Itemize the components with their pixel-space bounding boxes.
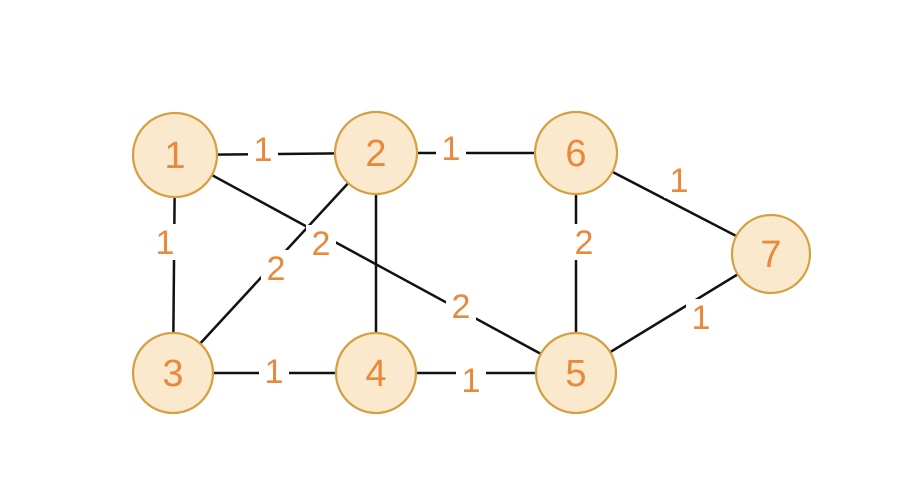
node-2 <box>333 110 419 196</box>
edge-weight-4-5: 1 <box>462 362 481 400</box>
node-5 <box>534 331 618 415</box>
edge-weight-box-2-6 <box>436 130 466 166</box>
edge-weight-box-5-7 <box>686 299 716 335</box>
edge-weight-box-3-4 <box>259 353 289 389</box>
edge-weight-1-3: 1 <box>156 224 175 262</box>
edge-weight-2-3: 2 <box>267 250 286 288</box>
edge-weight-box-6-7 <box>664 162 694 198</box>
node-label-6: 6 <box>565 133 586 175</box>
edge-weight-2-4: 2 <box>312 225 331 263</box>
edge-weight-5-7: 1 <box>692 299 711 337</box>
edge-weight-box-4-5 <box>456 362 486 398</box>
node-6 <box>533 110 619 196</box>
node-4 <box>334 331 418 415</box>
edge-weight-box-1-5 <box>446 288 476 324</box>
edge-weight-box-2-4 <box>306 225 336 261</box>
node-label-4: 4 <box>365 353 386 395</box>
node-7 <box>730 213 812 295</box>
edge-1-5 <box>174 153 577 375</box>
node-label-5: 5 <box>565 353 586 395</box>
edge-weight-box-2-3 <box>261 250 291 286</box>
edge-weight-box-1-3 <box>150 224 180 260</box>
node-label-3: 3 <box>162 353 183 395</box>
edge-weight-box-5-6 <box>569 224 599 260</box>
edge-weight-2-6: 1 <box>442 130 461 168</box>
edge-weight-box-1-2 <box>248 131 278 167</box>
edge-weight-1-2: 1 <box>254 131 273 169</box>
node-label-1: 1 <box>164 135 185 177</box>
edge-weight-1-5: 2 <box>452 288 471 326</box>
node-1 <box>131 111 219 199</box>
edge-weight-5-6: 2 <box>575 224 594 262</box>
node-label-7: 7 <box>760 234 781 276</box>
edge-weight-3-4: 1 <box>265 353 284 391</box>
node-label-2: 2 <box>365 133 386 175</box>
edge-weight-6-7: 1 <box>670 162 689 200</box>
node-3 <box>131 331 215 415</box>
